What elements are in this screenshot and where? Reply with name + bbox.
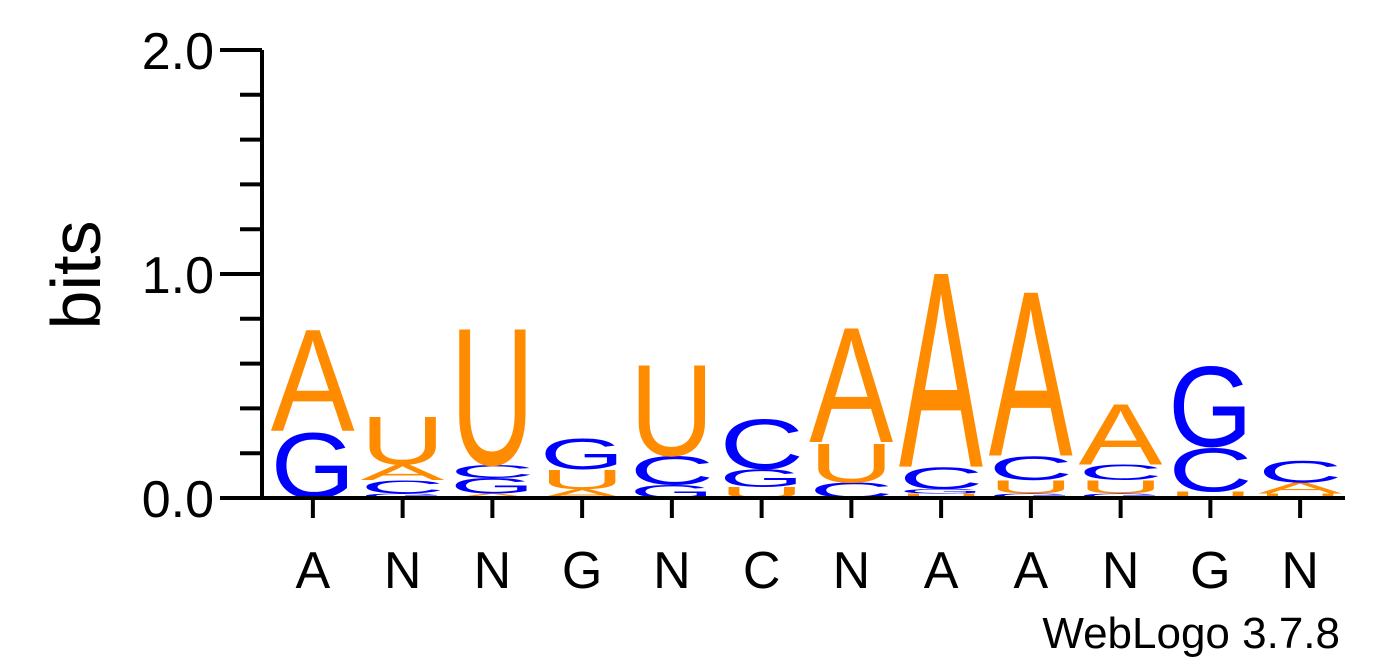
logo-letter-c: C [450, 461, 534, 482]
logo-letter-u: U [899, 492, 983, 499]
logo-letter-a: A [271, 298, 355, 462]
logo-letter-a: A [1258, 480, 1342, 497]
logo-letter-g: G [540, 429, 624, 478]
logo-letter-g: G [1078, 492, 1162, 499]
logo-letter-g: G [719, 464, 803, 492]
logo-letter-a: A [360, 461, 445, 485]
logo-letter-c: C [899, 461, 983, 496]
y-tick-label: 1.0 [142, 247, 214, 305]
position-label: A [924, 542, 959, 600]
y-axis-label: bits [37, 221, 115, 330]
logo-letter-a: A [989, 243, 1073, 506]
position-label: N [474, 542, 512, 600]
logo-letter-g: G [989, 492, 1073, 499]
logo-letter-u: U [450, 288, 534, 507]
logo-letter-u: U [540, 464, 624, 495]
logo-letter-g: G [899, 488, 983, 495]
logo-letter-a: A [1078, 386, 1162, 483]
logo-letter-g: G [360, 492, 444, 499]
logo-letter-c: C [989, 449, 1073, 487]
position-label: C [743, 542, 781, 600]
logo-letter-u: U [1258, 492, 1342, 499]
position-label: A [1014, 542, 1049, 600]
logo-letter-c: C [630, 448, 714, 493]
logo-letter-u: U [809, 432, 893, 494]
logo-letter-a: A [899, 214, 983, 527]
logo-letter-c: C [719, 404, 803, 485]
position-label: G [1190, 542, 1230, 600]
logo-letter-c: C [1258, 455, 1342, 490]
logo-letter-c: C [1078, 460, 1162, 484]
weblogo-credit: WebLogo 3.7.8 [1042, 609, 1340, 658]
position-label: A [296, 542, 331, 600]
logo-letter-u: U [360, 403, 444, 479]
position-label: N [1102, 542, 1140, 600]
logo-letter-u: U [989, 477, 1073, 498]
logo-letter-a: A [809, 294, 893, 478]
logo-letter-u: U [1168, 490, 1252, 500]
y-tick-label: 2.0 [142, 23, 214, 81]
position-label: N [833, 542, 871, 600]
logo-letter-c: C [360, 477, 444, 498]
position-label: G [562, 542, 602, 600]
logo-letter-c: C [1168, 435, 1252, 505]
logo-letter-g: G [450, 474, 534, 499]
position-label: N [653, 542, 691, 600]
position-label: N [1281, 542, 1319, 600]
logo-letter-u: U [630, 338, 714, 483]
position-label: N [384, 542, 422, 600]
logo-letter-u: U [1078, 477, 1162, 498]
logo-letter-g: G [1168, 343, 1252, 472]
y-tick-label: 0.0 [142, 471, 214, 529]
logo-letter-a: A [450, 492, 535, 499]
